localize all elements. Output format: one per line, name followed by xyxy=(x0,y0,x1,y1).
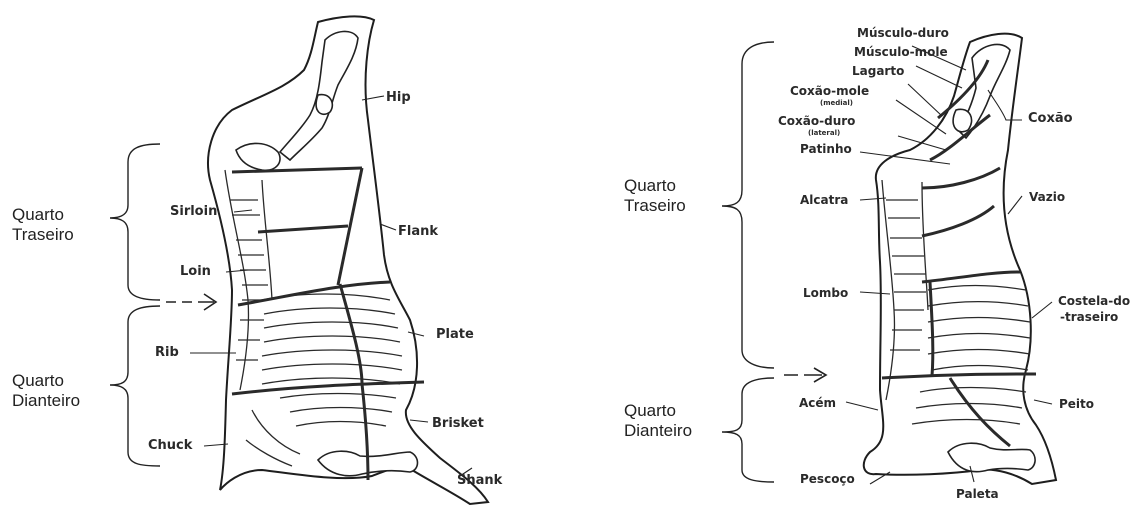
label-brisket: Brisket xyxy=(432,416,484,431)
label-musculo-mole: Músculo-mole xyxy=(854,45,948,59)
label-sirloin: Sirloin xyxy=(170,204,217,219)
right-femur-bone xyxy=(953,109,971,131)
left-carcass-drawing xyxy=(0,0,560,510)
label-chuck: Chuck xyxy=(148,438,192,453)
label-vazio: Vazio xyxy=(1029,190,1065,204)
left-quarter-rear-line2: Traseiro xyxy=(12,225,74,245)
label-rib: Rib xyxy=(155,345,179,360)
label-musculo-duro: Músculo-duro xyxy=(857,26,949,40)
right-quarter-rear: Quarto Traseiro xyxy=(624,176,686,216)
left-quarter-front-line2: Dianteiro xyxy=(12,391,80,411)
label-coxao-mole-medial: (medial) xyxy=(820,99,853,107)
right-quarter-front: Quarto Dianteiro xyxy=(624,401,692,441)
right-carcass-outline xyxy=(864,34,1056,484)
label-flank: Flank xyxy=(398,224,438,239)
left-quarter-front-line1: Quarto xyxy=(12,371,80,391)
right-quarter-front-line1: Quarto xyxy=(624,401,692,421)
right-quarter-rear-line1: Quarto xyxy=(624,176,686,196)
label-pescoco: Pescoço xyxy=(800,472,855,486)
right-brace-rear xyxy=(722,42,774,368)
label-hip: Hip xyxy=(386,90,411,105)
left-diagram-panel: Quarto Traseiro Quarto Dianteiro Hip Sir… xyxy=(0,0,560,510)
right-diagram-panel: Quarto Traseiro Quarto Dianteiro Músculo… xyxy=(570,0,1147,510)
label-patinho: Patinho xyxy=(800,142,852,156)
label-loin: Loin xyxy=(180,264,211,279)
label-shank: Shank xyxy=(457,473,502,488)
label-lombo: Lombo xyxy=(803,286,848,300)
label-paleta: Paleta xyxy=(956,487,999,501)
label-plate: Plate xyxy=(436,327,474,342)
label-peito: Peito xyxy=(1059,397,1094,411)
right-quarter-front-line2: Dianteiro xyxy=(624,421,692,441)
left-arrow xyxy=(166,294,216,310)
label-acem: Acém xyxy=(799,396,836,410)
left-quarter-front: Quarto Dianteiro xyxy=(12,371,80,411)
label-coxao-duro-lateral: (lateral) xyxy=(808,129,840,137)
label-costela-line2: -traseiro xyxy=(1060,310,1118,324)
left-quarter-rear: Quarto Traseiro xyxy=(12,205,74,245)
right-brace-front xyxy=(722,378,774,482)
right-quarter-rear-line2: Traseiro xyxy=(624,196,686,216)
label-coxao-duro: Coxão-duro xyxy=(778,114,855,128)
label-costela-line1: Costela-do xyxy=(1058,294,1130,308)
label-coxao: Coxão xyxy=(1028,111,1073,126)
label-coxao-mole: Coxão-mole xyxy=(790,84,869,98)
label-lagarto: Lagarto xyxy=(852,64,904,78)
left-brace-rear xyxy=(110,144,160,300)
left-femur-bone xyxy=(316,95,332,115)
left-quarter-rear-line1: Quarto xyxy=(12,205,74,225)
right-arrow xyxy=(784,368,826,382)
label-alcatra: Alcatra xyxy=(800,193,848,207)
